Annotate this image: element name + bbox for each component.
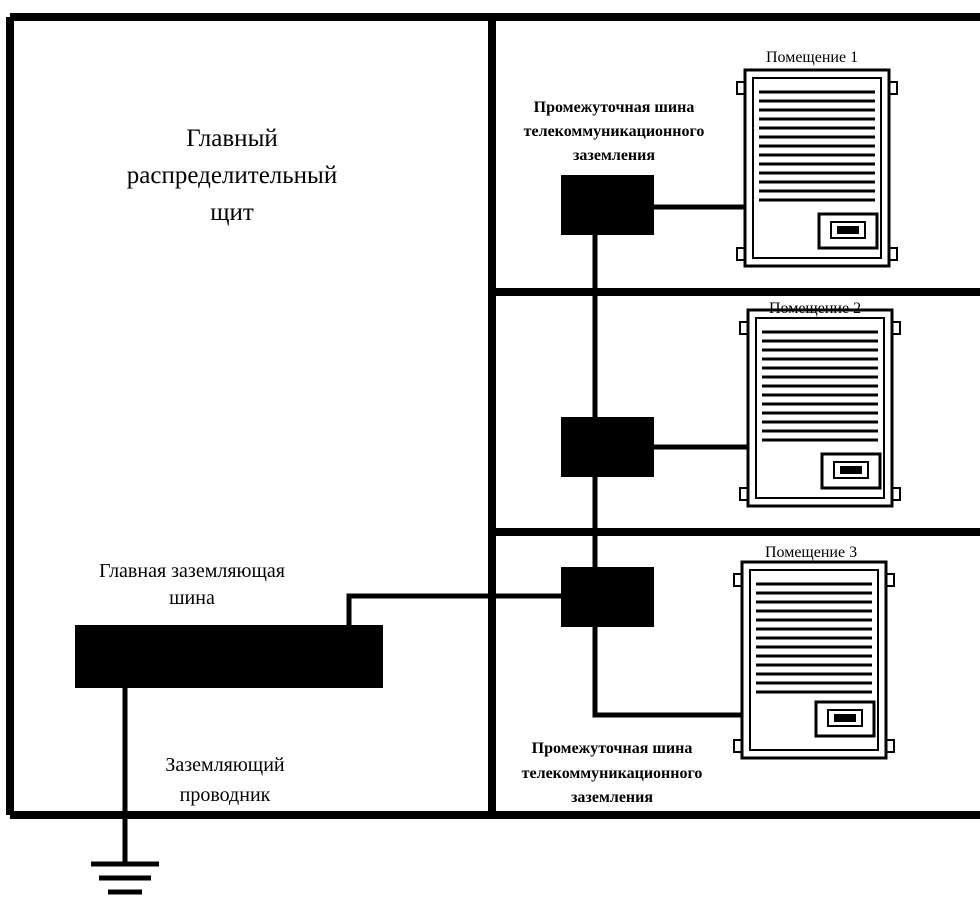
intermediate-busbar-top-label-line-1: Промежуточная шина [534, 99, 695, 116]
cabinet-room-3 [733, 560, 895, 760]
intermediate-busbar-bottom-label-line-2: телекоммуникационного [522, 765, 703, 782]
main-busbar-label-line-2: шина [169, 587, 215, 609]
room-2-label: Помещение 2 [769, 300, 861, 317]
intermediate-busbar-2 [561, 417, 654, 477]
intermediate-busbar-top-label-line-3: заземления [573, 147, 655, 164]
building-walls [6, 13, 980, 819]
main-panel-title: Главный распределительный щит [127, 125, 337, 226]
main-panel-title-line-3: щит [210, 199, 254, 226]
intermediate-busbar-top-label-line-2: телекоммуникационного [524, 123, 705, 140]
ground-conductor-label-line-1: Заземляющий [165, 754, 285, 776]
intermediate-busbar-bottom-label: Промежуточная шина телекоммуникационного… [522, 740, 703, 806]
intermediate-busbar-bottom-label-line-3: заземления [571, 789, 653, 806]
main-panel-title-line-2: распределительный [127, 162, 337, 189]
grounding-wires [122, 204, 758, 862]
backbone-wire [592, 230, 742, 718]
room-1-label: Помещение 1 [766, 49, 858, 66]
ground-conductor-label-line-2: проводник [180, 784, 271, 806]
wire-main-busbar [346, 593, 562, 628]
cabinet-room-2 [739, 308, 901, 508]
ground-conductor-label: Заземляющий проводник [165, 754, 285, 806]
cabinet-room-1 [736, 68, 898, 268]
room-3-label: Помещение 3 [765, 544, 857, 561]
intermediate-busbar-bottom-label-line-1: Промежуточная шина [532, 740, 693, 757]
intermediate-busbar-top-label: Промежуточная шина телекоммуникационного… [524, 99, 705, 164]
ground-symbol [91, 861, 159, 895]
main-ground-busbar [75, 625, 383, 688]
main-panel-title-line-1: Главный [186, 125, 278, 152]
main-busbar-label-line-1: Главная заземляющая [99, 560, 285, 582]
main-busbar-label: Главная заземляющая шина [99, 560, 285, 609]
intermediate-busbar-1 [561, 175, 654, 235]
intermediate-busbar-3 [561, 567, 654, 627]
